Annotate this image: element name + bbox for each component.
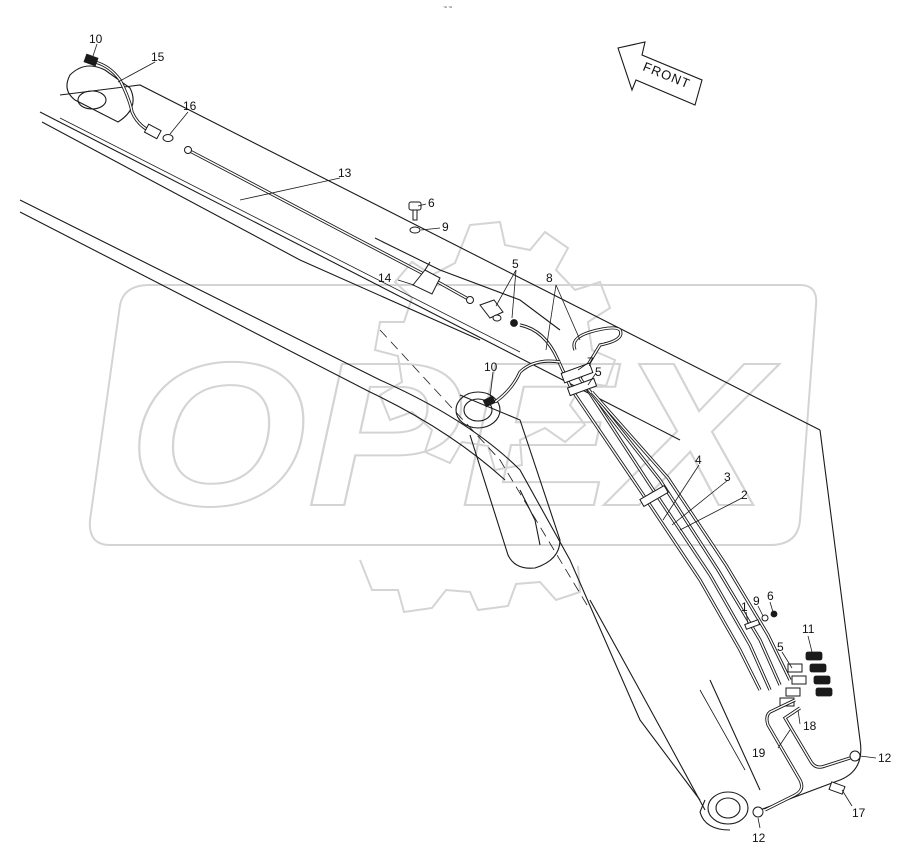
watermark: OPEX (88, 220, 818, 614)
watermark-text: OPEX (128, 320, 780, 549)
callout-11: 11 (802, 622, 815, 636)
callout-3: 3 (724, 470, 731, 484)
callout-9-lower: 9 (753, 594, 760, 608)
callout-9: 9 (442, 220, 449, 234)
callout-14: 14 (378, 271, 392, 285)
callout-16: 16 (183, 99, 197, 113)
callout-17: 17 (852, 806, 866, 820)
pipe-bundle-main (519, 323, 792, 691)
callout-6: 6 (428, 196, 435, 210)
boom-body (19, 65, 862, 831)
fitting-cluster-11 (779, 651, 833, 707)
callout-5-mid: 5 (595, 365, 602, 379)
callout-numbers: 10 15 16 13 6 9 14 5 8 7 5 10 4 3 2 1 9 … (89, 32, 892, 845)
callout-13: 13 (338, 166, 352, 180)
front-arrow-label: FRONT (641, 59, 693, 92)
callout-4: 4 (695, 453, 702, 467)
clamp-14 (412, 261, 441, 295)
callout-5: 5 (512, 257, 519, 271)
callout-1: 1 (741, 600, 748, 614)
header-code: ™ ™ (443, 5, 452, 10)
callout-10-lower: 10 (484, 360, 498, 374)
callout-12-bottom: 12 (752, 831, 766, 845)
pipe-18-19 (752, 698, 861, 818)
callout-12-right: 12 (878, 751, 892, 765)
callout-15: 15 (151, 50, 165, 64)
callout-10: 10 (89, 32, 103, 46)
callout-6-lower: 6 (767, 589, 774, 603)
bolt-washer-upper (408, 201, 422, 234)
hose-10-lower (482, 359, 561, 408)
callout-18: 18 (803, 719, 817, 733)
callout-19: 19 (752, 746, 766, 760)
callout-5-lower: 5 (777, 640, 784, 654)
callout-7: 7 (587, 355, 594, 369)
bolt-washer-lower (744, 610, 778, 630)
washer-16 (162, 134, 174, 142)
callout-2: 2 (741, 488, 748, 502)
leader-lines (92, 43, 877, 829)
front-direction-arrow: FRONT (617, 41, 703, 106)
hose-15 (83, 53, 162, 140)
callout-8: 8 (546, 271, 553, 285)
